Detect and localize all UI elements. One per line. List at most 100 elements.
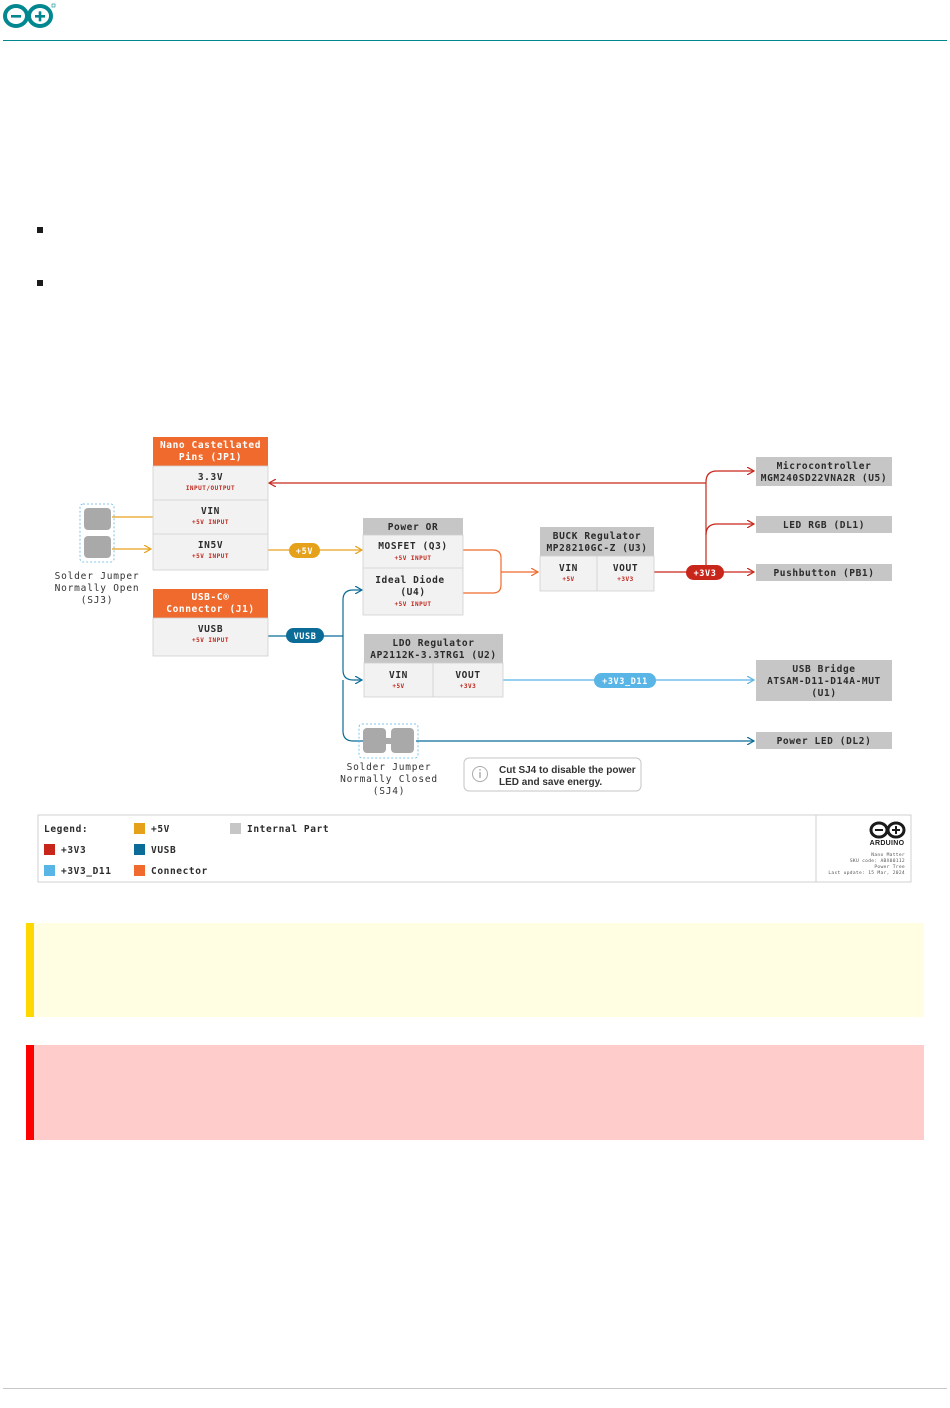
svg-text:AP2112K-3.3TRG1 (U2): AP2112K-3.3TRG1 (U2) [370, 650, 496, 661]
svg-text:+3V3: +3V3 [61, 845, 86, 856]
legend-swatch-internal [230, 823, 241, 834]
legend-swatch-3v3 [44, 844, 55, 855]
svg-text:Power OR: Power OR [388, 522, 439, 533]
svg-text:+5V INPUT: +5V INPUT [192, 519, 229, 526]
pill-vusb: VUSB [286, 628, 324, 643]
svg-text:MOSFET (Q3): MOSFET (Q3) [378, 541, 448, 552]
svg-text:VUSB: VUSB [294, 632, 317, 642]
svg-text:+3V3: +3V3 [694, 569, 717, 579]
svg-text:Power Tree: Power Tree [874, 864, 905, 870]
sj4-note: Cut SJ4 to disable the power LED and sav… [463, 757, 642, 792]
svg-text:+5V INPUT: +5V INPUT [192, 637, 229, 644]
info-icon [472, 766, 488, 782]
buck-regulator-block: BUCK Regulator MP28210GC-Z (U3) VIN +5V … [539, 527, 655, 592]
svg-text:+3V3: +3V3 [617, 576, 633, 583]
svg-text:(U1): (U1) [811, 688, 836, 699]
svg-text:Internal Part: Internal Part [247, 824, 329, 835]
svg-text:VOUT: VOUT [455, 670, 480, 681]
pill-3v3-d11: +3V3_D11 [594, 673, 656, 688]
svg-text:+5V INPUT: +5V INPUT [192, 553, 229, 560]
svg-text:+5V: +5V [151, 824, 170, 835]
pill-3v3: +3V3 [686, 565, 724, 580]
svg-text:Nano Castellated: Nano Castellated [160, 440, 261, 451]
solder-jumper-sj3: Solder Jumper Normally Open (SJ3) [55, 503, 140, 606]
svg-text:IN5V: IN5V [198, 540, 223, 551]
svg-text:+5V INPUT: +5V INPUT [394, 555, 431, 562]
svg-text:Cut SJ4 to disable the power: Cut SJ4 to disable the power [499, 765, 636, 776]
danger-callout [26, 1045, 924, 1140]
power-or-block: Power OR MOSFET (Q3) +5V INPUT Ideal Dio… [362, 518, 464, 616]
svg-text:+5V INPUT: +5V INPUT [394, 601, 431, 608]
svg-text:ATSAM-D11-D14A-MUT: ATSAM-D11-D14A-MUT [767, 676, 881, 687]
svg-text:Pins (JP1): Pins (JP1) [179, 452, 242, 463]
target-microcontroller: Microcontroller MGM240SD22VNA2R (U5) [756, 457, 892, 486]
svg-text:LED RGB (DL1): LED RGB (DL1) [783, 520, 865, 531]
svg-text:Connector: Connector [151, 866, 208, 877]
svg-text:(SJ4): (SJ4) [373, 786, 406, 797]
svg-text:Power LED (DL2): Power LED (DL2) [777, 736, 872, 747]
legend: Legend: +5V Internal Part +3V3 VUSB +3V3… [37, 814, 912, 883]
svg-text:(U4): (U4) [400, 587, 425, 598]
target-pushbutton: Pushbutton (PB1) [756, 564, 892, 581]
svg-text:+3V3_D11: +3V3_D11 [602, 677, 648, 687]
target-led-rgb: LED RGB (DL1) [756, 516, 892, 533]
svg-text:Connector (J1): Connector (J1) [166, 604, 254, 615]
j1-usb-c-connector: USB-C® Connector (J1) VUSB +5V INPUT [152, 589, 269, 657]
wire-3v3-to-mcu [705, 471, 754, 572]
power-tree-diagram: Solder Jumper Normally Open (SJ3) Nano C… [37, 437, 912, 883]
svg-text:VIN: VIN [559, 563, 578, 574]
svg-text:MP28210GC-Z (U3): MP28210GC-Z (U3) [546, 543, 647, 554]
arduino-logo-icon [3, 3, 56, 28]
svg-text:MGM240SD22VNA2R (U5): MGM240SD22VNA2R (U5) [761, 473, 887, 484]
svg-text:ARDUINO: ARDUINO [870, 840, 905, 847]
pill-5v: +5V [289, 543, 320, 558]
svg-text:VIN: VIN [201, 506, 220, 517]
svg-text:+3V3_D11: +3V3_D11 [61, 866, 112, 877]
legend-swatch-connector [134, 865, 145, 876]
list-bullet [37, 227, 43, 233]
svg-text:Nano Matter: Nano Matter [871, 852, 905, 858]
warning-callout-bar [26, 923, 34, 1017]
warning-callout [26, 923, 924, 1017]
svg-text:Solder Jumper: Solder Jumper [55, 571, 140, 582]
svg-text:VUSB: VUSB [151, 845, 176, 856]
solder-jumper-sj4: Solder Jumper Normally Closed (SJ4) [340, 723, 438, 797]
svg-text:USB-C®: USB-C® [192, 592, 230, 603]
page-header [0, 0, 950, 41]
svg-text:SKU code: ABX00112: SKU code: ABX00112 [850, 858, 905, 864]
target-usb-bridge: USB Bridge ATSAM-D11-D14A-MUT (U1) [756, 660, 892, 701]
arduino-brand-logo-icon [869, 821, 906, 839]
svg-text:BUCK Regulator: BUCK Regulator [553, 531, 641, 542]
legend-swatch-3v3-d11 [44, 865, 55, 876]
svg-text:USB Bridge: USB Bridge [792, 664, 855, 675]
ldo-regulator-block: LDO Regulator AP2112K-3.3TRG1 (U2) VIN +… [363, 634, 504, 698]
wire-poweror-buck [463, 549, 502, 594]
legend-swatch-5v [134, 823, 145, 834]
svg-text:(SJ3): (SJ3) [81, 595, 114, 606]
svg-text:VUSB: VUSB [198, 624, 223, 635]
legend-swatch-vusb [134, 844, 145, 855]
svg-text:+5V: +5V [392, 683, 404, 690]
svg-text:+5V: +5V [562, 576, 574, 583]
header-divider [3, 40, 947, 41]
jp1-castellated-pins: Nano Castellated Pins (JP1) 3.3V INPUT/O… [152, 437, 269, 571]
list-bullet [37, 280, 43, 286]
svg-text:LDO Regulator: LDO Regulator [392, 638, 474, 649]
wire-3v3-to-led-rgb [705, 524, 754, 536]
svg-text:3.3V: 3.3V [198, 472, 223, 483]
svg-text:Normally Closed: Normally Closed [340, 774, 438, 785]
svg-text:Last update: 15 Mar, 2024: Last update: 15 Mar, 2024 [828, 870, 905, 876]
svg-text:LED and save energy.: LED and save energy. [499, 777, 602, 788]
svg-text:Ideal Diode: Ideal Diode [375, 575, 445, 586]
danger-callout-bar [26, 1045, 34, 1140]
svg-text:Normally Open: Normally Open [55, 583, 140, 594]
svg-text:VOUT: VOUT [613, 563, 638, 574]
footer-divider [3, 1388, 947, 1389]
svg-text:Legend:: Legend: [44, 824, 88, 835]
svg-text:Microcontroller: Microcontroller [777, 461, 872, 472]
svg-text:VIN: VIN [389, 670, 408, 681]
svg-text:+5V: +5V [296, 547, 313, 557]
svg-text:INPUT/OUTPUT: INPUT/OUTPUT [186, 485, 235, 492]
svg-text:+3V3: +3V3 [460, 683, 476, 690]
svg-text:Pushbutton (PB1): Pushbutton (PB1) [773, 568, 874, 579]
